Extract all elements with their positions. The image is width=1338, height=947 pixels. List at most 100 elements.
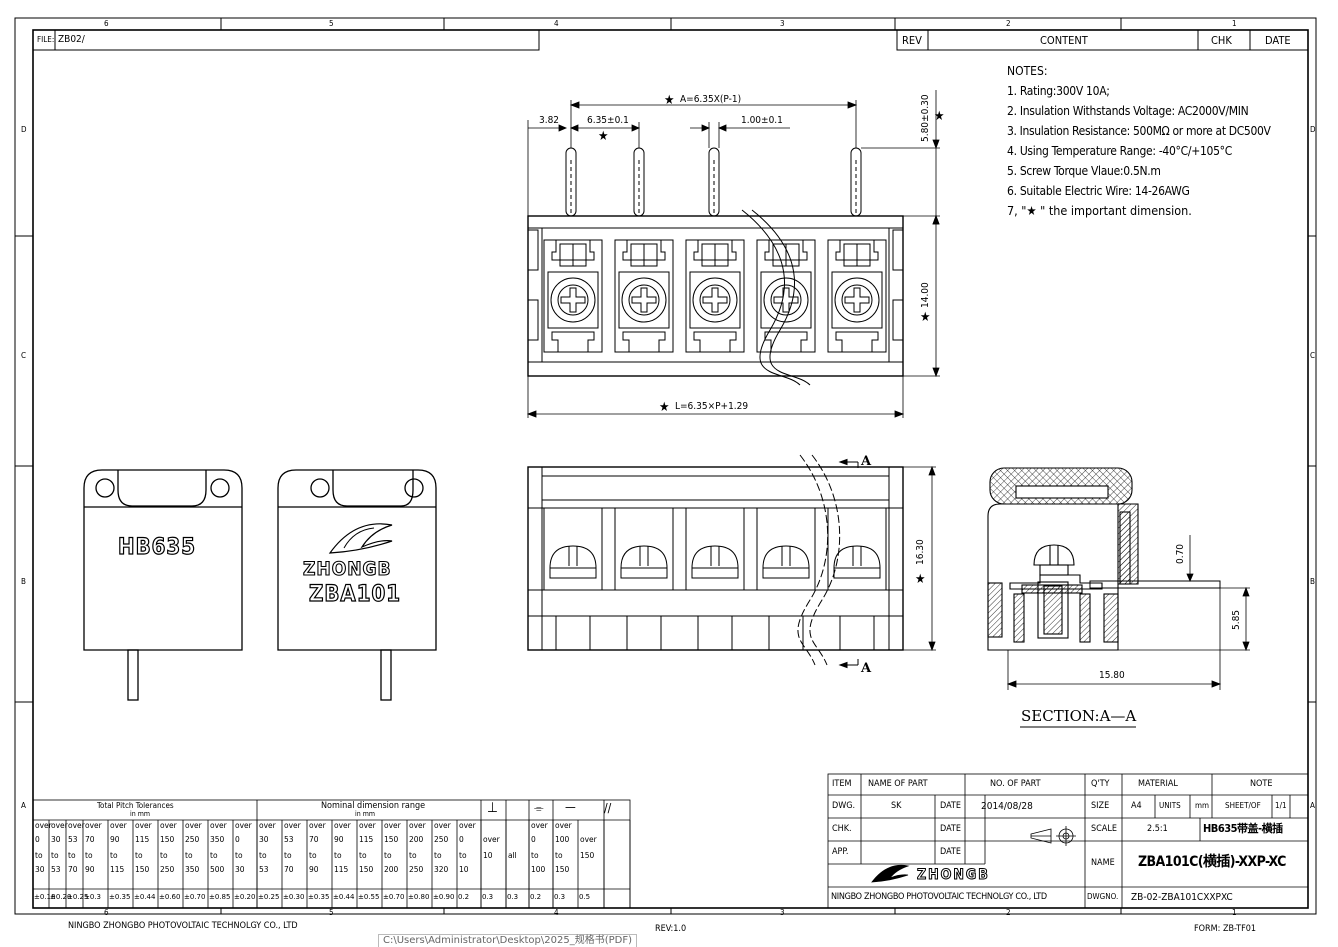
- tolerance-value: ±0.3: [84, 893, 101, 901]
- tolerance-cell: to: [35, 851, 43, 860]
- tolerance-cell: 150: [160, 835, 175, 844]
- grid-col-5-bottom: 5: [329, 908, 334, 917]
- dim-1400: 14.00: [920, 282, 931, 308]
- tolerance-cell: 150: [359, 865, 374, 874]
- tolerance-cell: over: [110, 821, 127, 830]
- footer-form: FORM: ZB-TF01: [1194, 924, 1257, 934]
- tolerance-cell: over: [580, 835, 597, 844]
- tolerance-cell: to: [459, 851, 467, 860]
- terminal-cell-front: [756, 507, 816, 651]
- tolerance-cell: over: [135, 821, 152, 830]
- tolerance-value: 0.2: [530, 893, 542, 901]
- tolerance-cell: 250: [409, 865, 424, 874]
- tolerance-cell: 150: [384, 835, 399, 844]
- tb-scale-note: HB635带盖-横插: [1203, 822, 1283, 835]
- dim-070: 0.70: [1175, 543, 1186, 564]
- tolerance-cell: to: [235, 851, 243, 860]
- terminal-cell-top: [756, 239, 816, 353]
- tb-chk: CHK.: [832, 824, 852, 834]
- tolerance-cell: over: [284, 821, 301, 830]
- tolerance-value: 0.3: [507, 893, 519, 901]
- dim-580: 5.80±0.30: [920, 94, 931, 142]
- tolerance-cell: 90: [110, 835, 120, 844]
- tb-scale-label: SCALE: [1091, 824, 1117, 834]
- tb-note: NOTE: [1250, 779, 1273, 789]
- tolerance-cell: over: [210, 821, 227, 830]
- tolerance-cell: 350: [185, 865, 200, 874]
- tolerance-cell: over: [359, 821, 376, 830]
- tolerance-cell: over: [51, 821, 68, 830]
- tolerance-cell: to: [68, 851, 76, 860]
- star-icon: ★: [659, 400, 670, 415]
- note-item: 6. Suitable Electric Wire: 14-26AWG: [1007, 184, 1190, 198]
- grid-col-6-bottom: 6: [104, 908, 109, 917]
- tolerance-value: 0.3: [554, 893, 566, 901]
- footer-company: NINGBO ZHONGBO PHOTOVOLTAIC TECHNOLGY CO…: [68, 921, 298, 931]
- tb-company: NINGBO ZHONGBO PHOTOVOLTAIC TECHNOLGY CO…: [831, 892, 1047, 902]
- tolerance-cell: to: [384, 851, 392, 860]
- tb-chk-date: DATE: [940, 824, 961, 834]
- notes-block: NOTES: 1. Rating:300V 10A; 2. Insulation…: [1007, 65, 1305, 218]
- tolerance-cell: 250: [160, 865, 175, 874]
- tolerance-cell: 10: [483, 851, 493, 860]
- tolerance-cell: over: [85, 821, 102, 830]
- tolerance-cell: over: [235, 821, 252, 830]
- tolerance-cell: to: [185, 851, 193, 860]
- tolerance-cell: to: [359, 851, 367, 860]
- tolerance-cell: 10: [459, 865, 469, 874]
- note-item: 7, "★ " the important dimension.: [1007, 203, 1192, 218]
- terminal-cell-front: [543, 507, 603, 651]
- file-value: ZB02/: [58, 34, 85, 45]
- pitch-title: Total Pitch Tolerances: [97, 801, 174, 810]
- tolerance-cell: to: [531, 851, 539, 860]
- section-mark-bottom: A: [861, 661, 872, 676]
- nominal-unit: in mm: [355, 810, 376, 818]
- tolerance-cell: 115: [110, 865, 125, 874]
- grid-row-a: A: [21, 801, 26, 810]
- tolerance-cell: 200: [384, 865, 399, 874]
- tb-app-date: DATE: [940, 847, 961, 857]
- cover-brand: ZHONGB: [302, 558, 392, 580]
- tolerance-cell: 53: [51, 865, 61, 874]
- tb-item: ITEM: [832, 779, 852, 789]
- tolerance-value: 0.2: [458, 893, 470, 901]
- tb-qty: Q'TY: [1091, 779, 1110, 789]
- tolerance-cell: over: [459, 821, 476, 830]
- tolerance-value: ±0.25: [67, 893, 89, 901]
- grid-row-b-right: B: [1310, 577, 1315, 586]
- date-header: DATE: [1265, 34, 1291, 47]
- tb-units-label: UNITS: [1159, 801, 1181, 810]
- tolerance-cell: 90: [334, 835, 344, 844]
- tb-dwgno-label: DWGNO.: [1087, 892, 1119, 901]
- tb-brand-logo: ZHONGB: [917, 867, 990, 883]
- dim-1580: 15.80: [1099, 670, 1125, 681]
- tolerance-cell: 0: [531, 835, 536, 844]
- tolerance-value: ±0.60: [159, 893, 181, 901]
- tolerance-cell: to: [284, 851, 292, 860]
- tolerance-value: ±0.80: [408, 893, 430, 901]
- note-item: 1. Rating:300V 10A;: [1007, 84, 1110, 98]
- tb-app: APP.: [832, 847, 849, 857]
- pitch-unit: in mm: [130, 810, 151, 818]
- star-icon: ★: [598, 129, 609, 144]
- tolerance-cell: over: [309, 821, 326, 830]
- tolerance-value: ±0.35: [109, 893, 131, 901]
- tolerance-cell: to: [409, 851, 417, 860]
- tb-dwg-by: SK: [891, 801, 902, 811]
- cover-left-text: HB635: [117, 535, 196, 560]
- flatness-icon: —: [565, 800, 576, 814]
- tolerance-cell: 90: [309, 865, 319, 874]
- tolerance-cell: all: [508, 851, 517, 860]
- grid-col-4: 4: [554, 19, 559, 28]
- tolerance-cell: 350: [210, 835, 225, 844]
- tolerance-cell: over: [35, 821, 52, 830]
- tolerance-cell: 30: [35, 865, 45, 874]
- dim-1630: 16.30: [915, 539, 926, 565]
- terminal-cell-top: [614, 239, 674, 353]
- tolerance-cell: 70: [85, 835, 95, 844]
- tolerance-cell: over: [68, 821, 85, 830]
- tolerance-cell: to: [135, 851, 143, 860]
- tb-dwg-date: 2014/08/28: [981, 801, 1033, 812]
- star-icon: ★: [915, 572, 926, 587]
